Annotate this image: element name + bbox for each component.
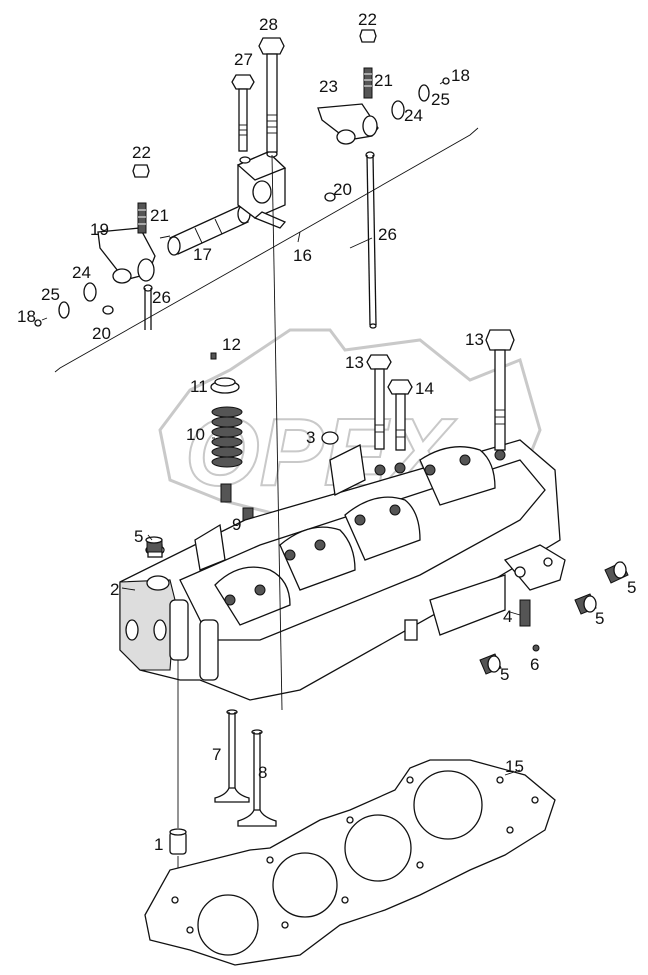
callout-28: 28 — [259, 15, 278, 34]
callout-8: 8 — [258, 763, 267, 782]
rocker-arm-left — [97, 227, 156, 284]
push-rod-left — [143, 284, 153, 330]
callout-16: 16 — [293, 246, 312, 265]
adjust-screw-right — [359, 29, 377, 99]
callout-5a: 5 — [134, 527, 143, 546]
callout-15: 15 — [505, 757, 524, 776]
callout-5b: 5 — [627, 578, 636, 597]
callout-5d: 5 — [500, 665, 509, 684]
callout-26a: 26 — [378, 225, 397, 244]
valve-spring-assembly — [210, 352, 254, 525]
callout-25b: 25 — [41, 285, 60, 304]
callout-20b: 20 — [92, 324, 111, 343]
callout-18b: 18 — [17, 307, 36, 326]
washers-right — [391, 77, 450, 120]
nut-20-right — [324, 192, 336, 202]
dowel-pin — [169, 660, 187, 900]
cylinder-head — [119, 439, 566, 701]
callout-18a: 18 — [451, 66, 470, 85]
stud-4 — [519, 599, 540, 652]
callout-27: 27 — [234, 50, 253, 69]
plug-3 — [321, 431, 339, 445]
callout-21b: 21 — [150, 206, 169, 225]
callout-22b: 22 — [132, 143, 151, 162]
callout-22a: 22 — [358, 10, 377, 29]
callout-2: 2 — [110, 580, 119, 599]
callout-17: 17 — [193, 245, 212, 264]
rocker-arm-right — [317, 103, 379, 145]
callout-1: 1 — [154, 835, 163, 854]
callout-25a: 25 — [431, 90, 450, 109]
callout-12: 12 — [222, 335, 241, 354]
callout-20a: 20 — [333, 180, 352, 199]
washers-left — [34, 282, 97, 327]
nut-20-left — [102, 305, 114, 315]
callout-labels: 1 2 3 4 5 5 5 5 6 7 8 9 10 11 12 13 13 1… — [17, 10, 636, 854]
rocker-assembly-outline — [54, 127, 479, 373]
callout-6: 6 — [530, 655, 539, 674]
callout-21a: 21 — [374, 71, 393, 90]
callout-3: 3 — [306, 428, 315, 447]
valve-8 — [237, 729, 277, 827]
plugs-5 — [145, 536, 629, 675]
callout-9: 9 — [232, 515, 241, 534]
head-gasket — [144, 759, 556, 966]
head-bolts — [366, 329, 515, 451]
callout-14: 14 — [415, 379, 434, 398]
callout-4: 4 — [503, 607, 512, 626]
callout-10: 10 — [186, 425, 205, 444]
callout-23: 23 — [319, 77, 338, 96]
callout-26b: 26 — [152, 288, 171, 307]
callout-13a: 13 — [465, 330, 484, 349]
callout-13b: 13 — [345, 353, 364, 372]
callout-7: 7 — [212, 745, 221, 764]
callout-24a: 24 — [404, 106, 423, 125]
callout-19: 19 — [90, 220, 109, 239]
callout-11: 11 — [190, 377, 208, 396]
valve-7 — [214, 709, 250, 803]
leader-lines — [41, 81, 521, 776]
adjust-screw-left — [132, 164, 150, 234]
bolt-27 — [231, 74, 255, 152]
callout-5c: 5 — [595, 609, 604, 628]
bolt-28 — [258, 37, 285, 153]
callout-24b: 24 — [72, 263, 91, 282]
